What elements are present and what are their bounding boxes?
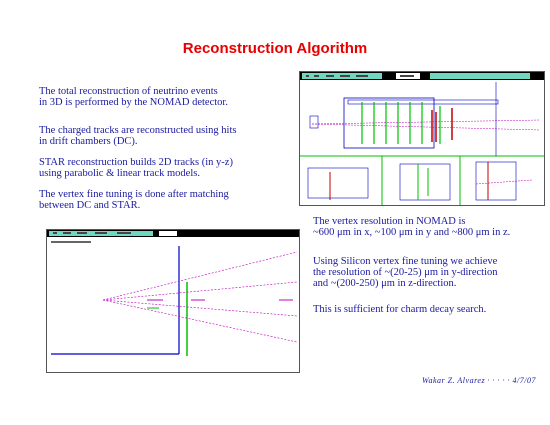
page-title: Reconstruction Algorithm [182,40,368,57]
text-nomad-reconstruction: The total reconstruction of neutrino eve… [39,86,228,108]
event-display-full-detector [299,71,545,206]
status-line-icon [51,241,91,243]
text-star-reconstruction: STAR reconstruction builds 2D tracks (in… [39,157,233,179]
text-vertex-resolution: The vertex resolution in NOMAD is ~600 μ… [313,216,511,238]
detector-outline [343,97,435,149]
text-drift-chambers: The charged tracks are reconstructed usi… [39,125,237,147]
text-silicon-resolution: Using Silicon vertex fine tuning we achi… [313,256,498,289]
footer-signature: Wakar Z. Alvarez · · · · · 4/7/07 [422,376,536,385]
text-vertex-fine-tuning: The vertex fine tuning is done after mat… [39,189,229,211]
text-charm-decay: This is sufficient for charm decay searc… [313,304,487,315]
event-display-vertex-zoom [46,229,300,373]
menubar-dots-icon [306,75,414,77]
menubar [300,72,544,80]
menubar-dots-icon [53,232,131,234]
